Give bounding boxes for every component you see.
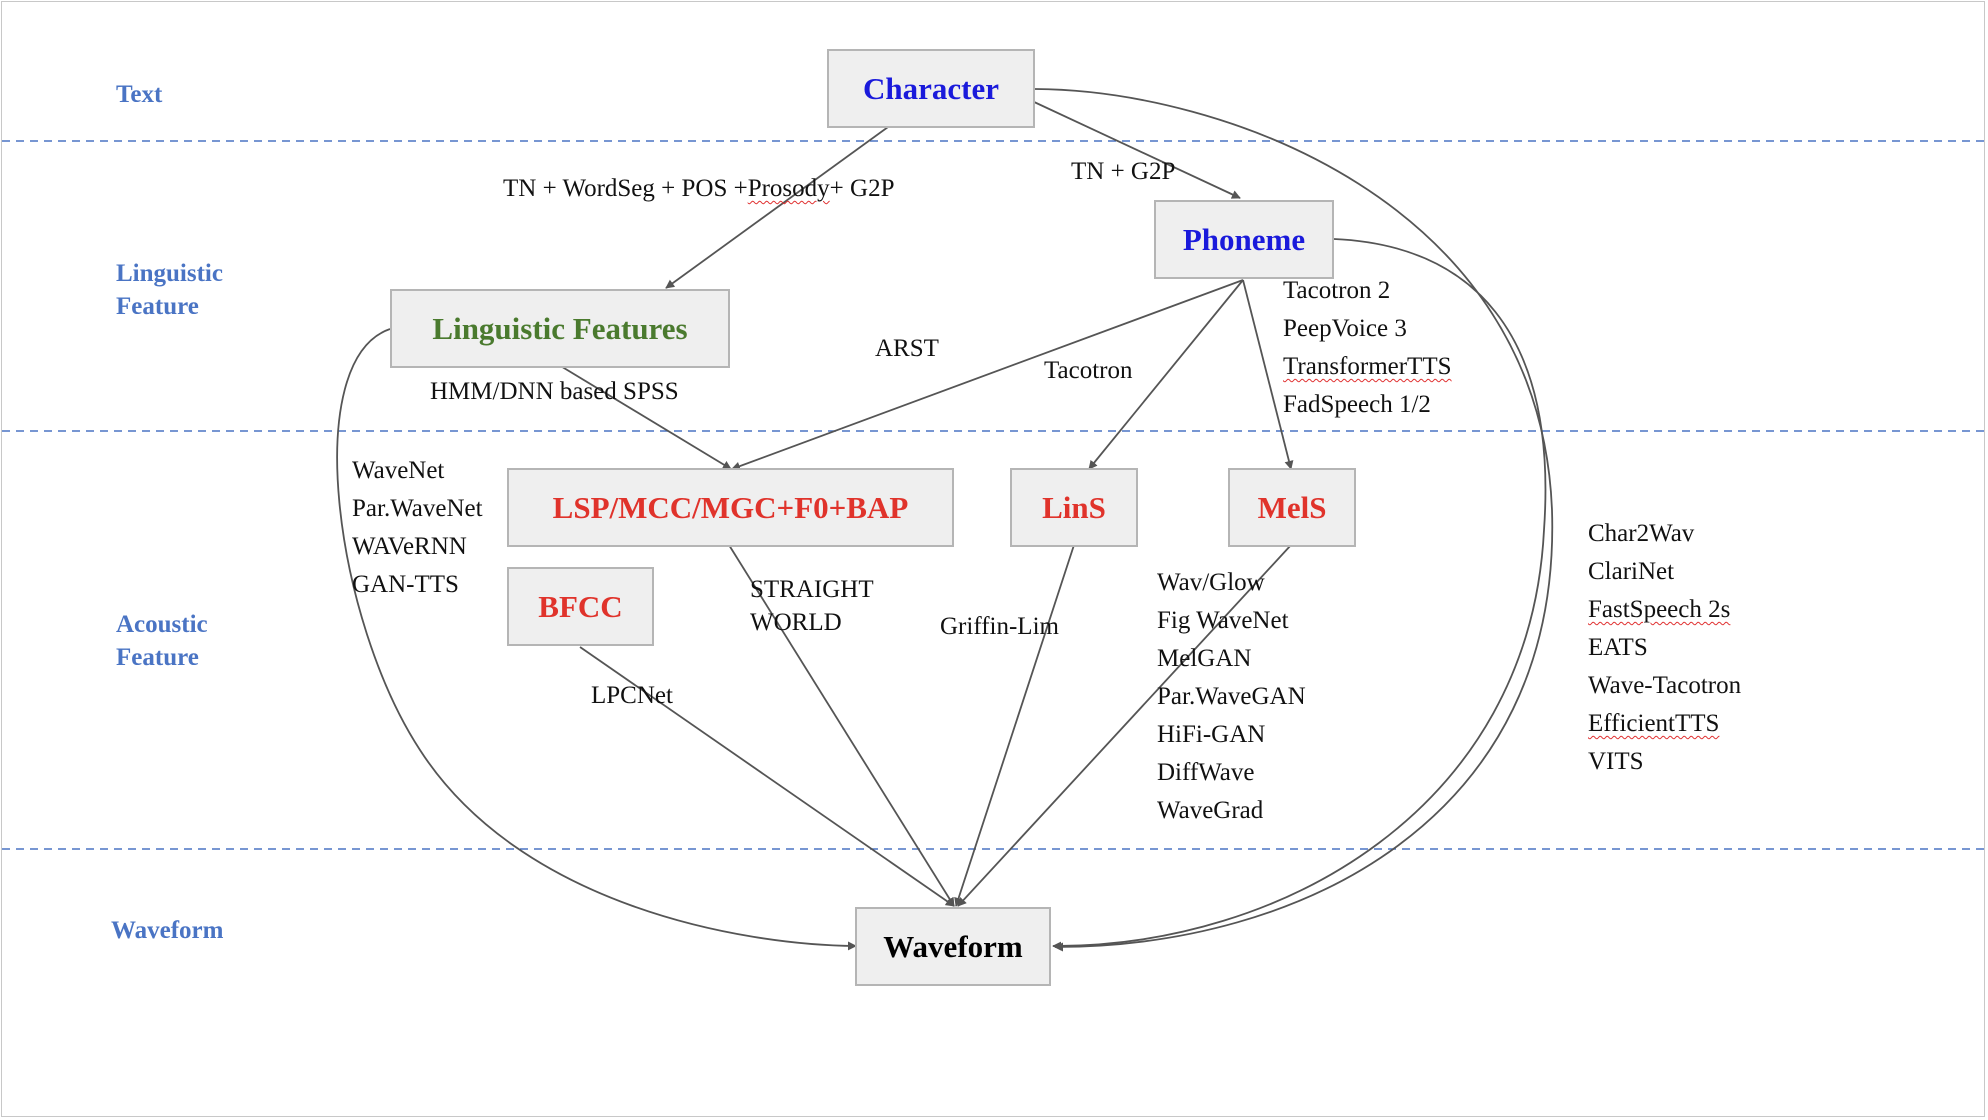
model-name: EATS [1588,634,1648,661]
edge-label-griffin-lim: Griffin-Lim [940,613,1059,640]
model-name: Par.WaveGAN [1157,683,1306,710]
arrow-character-to-linguistic-features [665,126,889,289]
node-lsp-mcc-mgc-f0-bap: LSP/MCC/MGC+F0+BAP [507,468,954,547]
model-name: MelGAN [1157,645,1252,672]
arrow-phoneme-to-waveform [1052,238,1547,951]
model-name: ClariNet [1588,558,1675,585]
model-name: Tacotron 2 [1283,277,1391,304]
edge-label-char-to-linguistic: TN + WordSeg + POS +Prosody+ G2P [503,174,894,204]
model-name: PeepVoice 3 [1283,315,1407,342]
arrow-character-to-waveform [1034,88,1554,952]
arrow-phoneme-to-lsp [731,279,1244,471]
node-linguistic-features: Linguistic Features [390,289,730,368]
model-name: DiffWave [1157,759,1255,786]
layer-label-text: Text [116,81,163,108]
model-name: VITS [1588,748,1644,775]
model-name: Wav/Glow [1157,569,1265,596]
arrow-linguistic-features-to-lsp [558,364,732,470]
arrow-mels-to-waveform [957,544,1292,907]
arrow-character-to-phoneme [1031,100,1241,199]
node-phoneme: Phoneme [1154,200,1334,279]
model-name: WaveGrad [1157,797,1264,824]
layer-label-acoustic-feature: Acoustic Feature [116,611,208,671]
edge-label-part-tn-wordseg-pos: TN + WordSeg + POS + [503,175,748,202]
node-character: Character [827,49,1035,128]
edge-label-char-to-phoneme: TN + G2P [1071,158,1176,185]
model-name: WaveNet [352,457,445,484]
edge-label-arst: ARST [875,335,939,362]
model-name: FadSpeech 1/2 [1283,391,1431,418]
layer-dividers [2,140,1986,850]
model-name: EfficientTTS [1588,710,1720,737]
edge-label-world: WORLD [750,609,842,636]
arrows [336,88,1554,952]
node-bfcc: BFCC [507,567,654,646]
model-name: Fig WaveNet [1157,607,1289,634]
layer-label-waveform: Waveform [111,917,224,944]
arrow-linguistic-features-to-waveform [336,328,857,951]
edge-label-lpcnet: LPCNet [591,682,673,709]
model-name: FastSpeech 2s [1588,596,1731,623]
node-waveform: Waveform [855,907,1051,986]
edge-label-part-g2p: + G2P [829,175,895,202]
node-mels: MelS [1228,468,1356,547]
arrow-lsp-to-waveform [728,544,955,907]
edge-label-straight: STRAIGHT [750,576,874,603]
layer-label-linguistic-feature: Linguistic Feature [116,260,223,320]
edge-label-tacotron: Tacotron [1044,357,1133,384]
model-name: Wave-Tacotron [1588,672,1742,699]
model-name: Par.WaveNet [352,495,483,522]
edge-label-part-prosody: Prosody [747,175,830,202]
arrow-bfcc-to-waveform [579,646,955,907]
model-name: HiFi-GAN [1157,721,1266,748]
arrow-phoneme-to-mels [1242,279,1294,470]
model-name: WAVeRNN [352,533,467,560]
edge-label-straight-world: STRAIGHT WORLD [750,573,874,639]
arrow-lins-to-waveform [954,544,1075,907]
model-name: Char2Wav [1588,520,1695,547]
node-lins: LinS [1010,468,1138,547]
model-name: GAN-TTS [352,571,459,598]
model-name: TransformerTTS [1283,353,1452,380]
model-list-phoneme-to-mel: Tacotron 2 PeepVoice 3 TransformerTTS FadSp… [1283,272,1452,424]
edge-label-spss: HMM/DNN based SPSS [430,378,679,405]
arrow-phoneme-to-lins [1088,279,1244,470]
